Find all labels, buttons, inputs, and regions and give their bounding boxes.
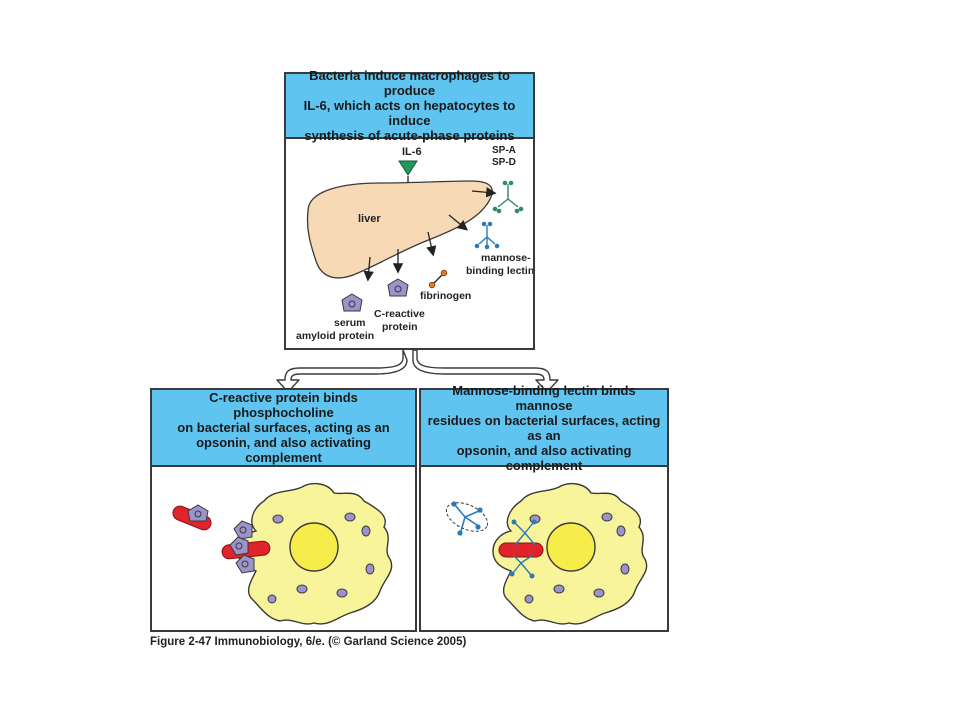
crp-panel: C-reactive protein binds phosphocholine … bbox=[150, 388, 417, 632]
mbl-arrow bbox=[448, 214, 469, 231]
sap-label-2: amyloid protein bbox=[296, 330, 374, 342]
header-line: opsonin, and also activating complement bbox=[196, 435, 371, 465]
il6-triangle-icon bbox=[398, 160, 418, 176]
right-branch-arrow bbox=[412, 349, 559, 393]
sap-pentamer-icon bbox=[341, 293, 363, 312]
figure-caption: Figure 2-47 Immunobiology, 6/e. (© Garla… bbox=[150, 636, 467, 648]
left-branch-arrow bbox=[276, 349, 408, 393]
fibrinogen-icon bbox=[428, 269, 448, 289]
spd-icon bbox=[492, 180, 524, 214]
header-line: residues on bacterial surfaces, acting a… bbox=[427, 412, 661, 443]
acute-phase-panel: Bacteria induce macrophages to produce I… bbox=[284, 68, 535, 350]
crp-label-2: protein bbox=[382, 321, 418, 333]
sap-arrow bbox=[363, 256, 374, 282]
spd-label: SP-D bbox=[492, 157, 516, 168]
mbl-label-2: binding lectin bbox=[466, 265, 533, 277]
header-line: opsonin, and also activating complement bbox=[456, 442, 632, 473]
crp-label-1: C-reactive bbox=[374, 308, 425, 320]
acute-phase-header: Bacteria induce macrophages to produce I… bbox=[286, 68, 533, 143]
header-line: Mannose-binding lectin binds mannose bbox=[452, 382, 636, 413]
liver-shape bbox=[306, 180, 493, 279]
crp-pentamer-icon bbox=[387, 278, 409, 297]
header-line: Bacteria induce macrophages to produce bbox=[309, 68, 510, 98]
vesicles bbox=[267, 512, 375, 604]
fibrinogen-label: fibrinogen bbox=[420, 290, 471, 302]
spd-arrow bbox=[471, 187, 497, 198]
mbl-header: Mannose-binding lectin binds mannose res… bbox=[421, 383, 667, 473]
mbl-bound-icon bbox=[509, 519, 537, 579]
liver-label: liver bbox=[358, 213, 381, 225]
header-line: C-reactive protein binds phosphocholine bbox=[209, 390, 358, 420]
mbl-free-icon bbox=[451, 501, 483, 536]
nucleus bbox=[546, 522, 596, 572]
mbl-icon bbox=[474, 221, 500, 250]
mbl-opsonization-diagram bbox=[445, 482, 648, 625]
crp-opsonization-diagram bbox=[172, 482, 393, 625]
header-line: synthesis of acute-phase proteins bbox=[304, 128, 515, 143]
header-line: on bacterial surfaces, acting as an bbox=[177, 420, 390, 435]
crp-free-icon bbox=[187, 504, 209, 522]
mbl-label-1: mannose- bbox=[481, 252, 531, 264]
nucleus bbox=[289, 522, 339, 572]
spa-label: SP-A bbox=[492, 145, 516, 156]
header-line: IL-6, which acts on hepatocytes to induc… bbox=[303, 98, 516, 128]
il6-label: IL-6 bbox=[402, 146, 422, 158]
sap-label-1: serum bbox=[334, 317, 366, 329]
crp-bound-icon bbox=[229, 520, 255, 574]
mbl-panel: Mannose-binding lectin binds mannose res… bbox=[419, 383, 669, 632]
bacterium-bound bbox=[498, 542, 544, 558]
acute-phase-diagram: IL-6 liver SP-A SP-D mannose- bindin bbox=[296, 145, 533, 342]
fibrinogen-arrow bbox=[426, 231, 437, 257]
crp-header: C-reactive protein binds phosphocholine … bbox=[152, 390, 415, 467]
